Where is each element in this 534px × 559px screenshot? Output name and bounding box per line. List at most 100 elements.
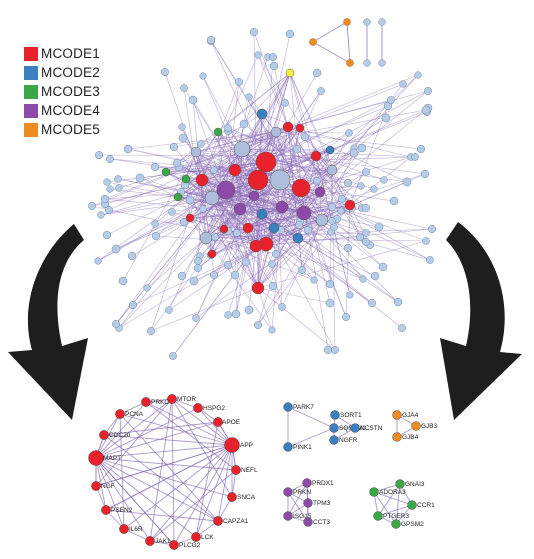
network-node	[102, 230, 112, 240]
network-node	[362, 168, 370, 176]
legend-swatch	[24, 84, 38, 99]
network-node-mcode1	[251, 281, 265, 295]
network-edge	[265, 243, 364, 280]
network-node	[363, 18, 371, 26]
cluster-node	[141, 397, 151, 407]
network-node	[199, 205, 207, 213]
cluster-edge	[95, 457, 233, 498]
cluster-edge	[195, 444, 233, 538]
network-edge	[104, 126, 289, 200]
network-edge	[289, 72, 351, 206]
cluster-node-label: PRKC	[151, 399, 169, 406]
network-node-mcode1	[255, 151, 277, 173]
cluster-node-label: JAK1	[155, 538, 171, 545]
cluster-node	[407, 500, 417, 510]
network-node	[245, 93, 253, 101]
cluster-edge	[149, 444, 233, 542]
network-node-mcode2	[325, 145, 335, 155]
cluster-node	[231, 465, 241, 475]
network-node	[100, 194, 110, 204]
network-node-hub	[326, 164, 338, 176]
cluster-edge	[123, 444, 233, 530]
network-node-mcode1	[207, 249, 217, 259]
network-node	[331, 346, 339, 354]
cluster-node-label: NGF	[101, 483, 115, 490]
network-edge	[217, 131, 225, 230]
network-edge	[205, 237, 277, 255]
network-node-mcode4	[275, 200, 289, 214]
cluster-node	[191, 532, 201, 542]
cluster-node	[101, 505, 111, 515]
legend-item-mcode5: MCODE5	[24, 120, 144, 139]
cluster-node-label: GJB4	[402, 434, 419, 441]
cluster-edge	[395, 483, 401, 525]
network-node	[169, 142, 179, 152]
cluster-edge	[95, 457, 197, 538]
network-node	[414, 71, 422, 79]
network-edge	[223, 206, 283, 230]
network-node	[161, 68, 169, 76]
network-node	[393, 297, 403, 307]
network-node-hub	[270, 126, 282, 138]
network-node	[325, 279, 335, 289]
cluster-node-label: PRKN	[293, 489, 311, 496]
cluster-edge	[373, 491, 413, 506]
network-edge	[202, 75, 263, 215]
network-node	[199, 72, 207, 80]
cluster-node	[119, 524, 129, 534]
network-node	[127, 251, 137, 261]
cluster-node-label: PRDX1	[312, 480, 334, 487]
network-node	[211, 233, 219, 241]
cluster-edge	[197, 407, 233, 446]
network-edge	[289, 72, 333, 171]
network-edge	[241, 148, 331, 151]
cluster-node-label: ADORA3	[379, 489, 406, 496]
network-node	[389, 196, 399, 206]
network-node	[310, 276, 318, 284]
legend-label: MCODE3	[41, 84, 100, 99]
network-node	[327, 202, 337, 212]
network-edge	[287, 126, 361, 238]
cluster-node	[227, 492, 237, 502]
network-node-hub	[190, 146, 202, 158]
cluster-mcode2: PARK7SORT1SQSTM1NCSTNNGFRPINK1	[283, 402, 383, 452]
legend-label: MCODE2	[41, 65, 100, 80]
network-node-mcode3	[161, 167, 171, 177]
cluster-node-label: NCSTN	[360, 425, 383, 432]
network-edge	[98, 154, 317, 157]
cluster-node-label: LCK	[201, 534, 214, 541]
network-node	[268, 281, 278, 291]
network-node	[189, 276, 199, 286]
network-node	[281, 99, 289, 107]
network-edge	[331, 132, 350, 171]
network-edge	[346, 21, 351, 64]
network-edge	[319, 149, 331, 193]
network-edge	[223, 113, 263, 230]
network-node-mcode1	[310, 150, 322, 162]
network-edge	[331, 74, 419, 171]
network-edge	[189, 199, 259, 289]
network-node	[150, 162, 160, 172]
network-node-mcode2	[292, 232, 304, 244]
legend-item-mcode4: MCODE4	[24, 101, 144, 120]
cluster-edge	[287, 427, 335, 448]
network-edge	[275, 131, 422, 150]
network-edge	[287, 74, 419, 128]
cluster-edge	[195, 421, 219, 538]
network-node	[254, 321, 262, 329]
cluster-edge	[95, 398, 173, 487]
legend-swatch	[24, 65, 38, 80]
cluster-node-label: ISG15	[293, 513, 312, 520]
network-node	[411, 153, 419, 161]
network-edge	[257, 90, 429, 181]
network-node	[249, 27, 259, 37]
network-node	[343, 178, 353, 188]
network-edge	[281, 219, 323, 308]
network-node	[426, 256, 434, 264]
network-node-hub	[269, 169, 291, 191]
network-edge	[177, 127, 301, 198]
cluster-node	[283, 487, 293, 497]
network-edge	[257, 155, 317, 289]
